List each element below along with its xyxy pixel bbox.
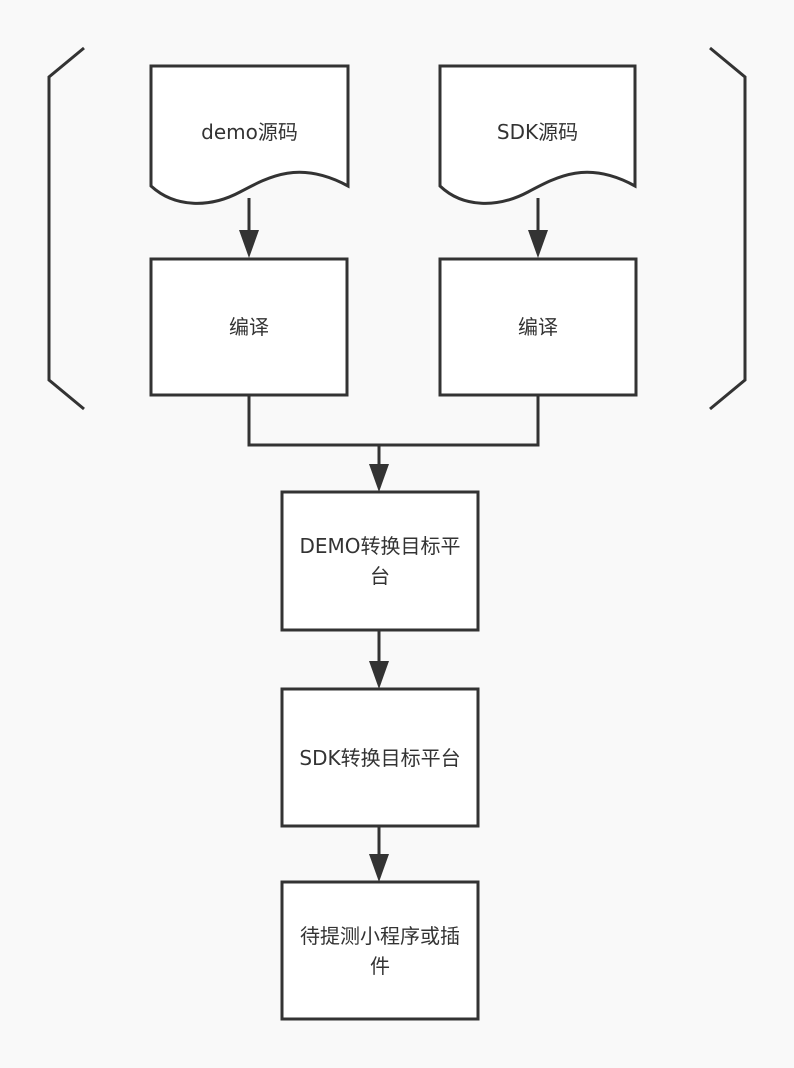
node-sdk-src-label: SDK源码 [496, 120, 579, 144]
arrowhead-icon [369, 661, 389, 689]
node-demo-compile-shape[interactable] [149, 257, 349, 397]
node-demo-src-shape[interactable] [149, 64, 350, 205]
arrowhead-icon [528, 230, 548, 258]
arrowhead-icon [239, 230, 259, 258]
node-demo-compile-label: 编译 [229, 315, 269, 339]
node-demo-convert-label: DEMO转换目标平台 [299, 534, 461, 588]
arrowhead-icon [369, 464, 389, 492]
node-sdk-src-shape[interactable] [438, 64, 637, 205]
node-sdk-compile-label: 编译 [518, 315, 558, 339]
group-bracket-right [709, 46, 747, 411]
node-demo-src-label: demo源码 [201, 120, 298, 144]
node-sdk-convert-label: SDK转换目标平台 [299, 745, 461, 770]
edge-compiles-merge [247, 395, 540, 447]
node-output-shape[interactable] [280, 880, 480, 1021]
node-output-label: 待提测小程序或插件 [300, 923, 460, 978]
node-sdk-compile-shape[interactable] [438, 257, 638, 397]
arrowhead-icon [369, 854, 389, 882]
group-bracket-left [47, 46, 85, 411]
